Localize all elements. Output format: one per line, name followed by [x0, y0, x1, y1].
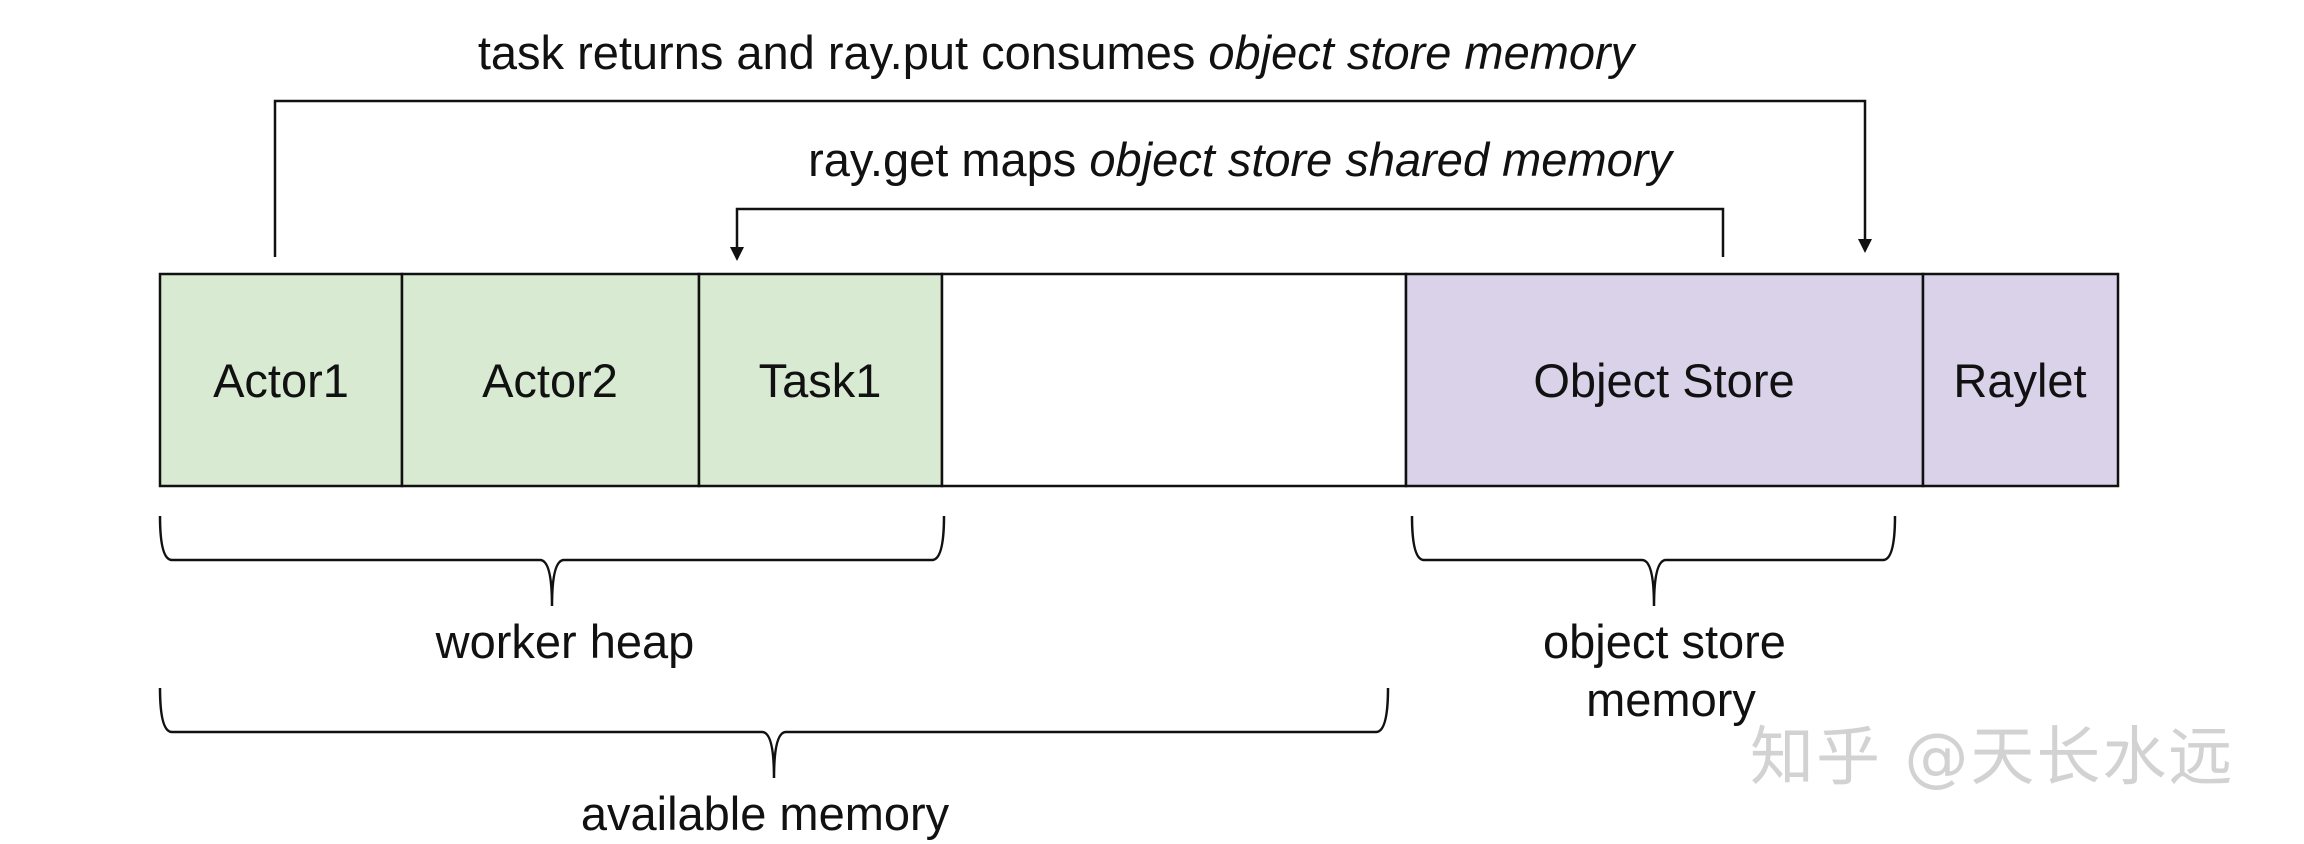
- object-store-memory-label-line1: object store: [1543, 615, 1786, 668]
- raylet-label: Raylet: [1953, 354, 2086, 407]
- available-memory-label: available memory: [581, 787, 950, 840]
- top-arrow-label-plain: task returns and ray.put consumes: [478, 26, 1209, 79]
- worker-heap-brace: [158, 515, 946, 607]
- top-arrow-label-italic: object store memory: [1208, 26, 1636, 79]
- actor2-label: Actor2: [482, 354, 618, 407]
- middle-arrow: [730, 207, 1725, 261]
- object-store-memory-label-line2: memory: [1586, 673, 1756, 726]
- actor1-label: Actor1: [213, 354, 349, 407]
- middle-arrow-label-plain: ray.get maps: [808, 133, 1089, 186]
- object-store-memory-brace: [1410, 515, 1897, 607]
- task1-label: Task1: [759, 354, 882, 407]
- raylet-block: [1921, 272, 2120, 488]
- top-arrow-label: task returns and ray.put consumes object…: [478, 26, 1637, 79]
- zhihu-watermark: 知乎 @天长水远: [1750, 721, 2235, 795]
- middle-arrow-label-italic: object store shared memory: [1089, 133, 1674, 186]
- object-store-label: Object Store: [1533, 354, 1794, 407]
- free-memory-block: [940, 272, 1408, 488]
- task1-block: [697, 272, 944, 488]
- object-store-block: [1404, 272, 1925, 488]
- middle-arrow-label: ray.get maps object store shared memory: [808, 133, 1674, 186]
- object-store-memory-label: object store memory: [1543, 615, 1799, 726]
- worker-heap-label: worker heap: [435, 615, 695, 668]
- top-arrow: [273, 99, 1872, 257]
- available-memory-brace: [158, 687, 1390, 779]
